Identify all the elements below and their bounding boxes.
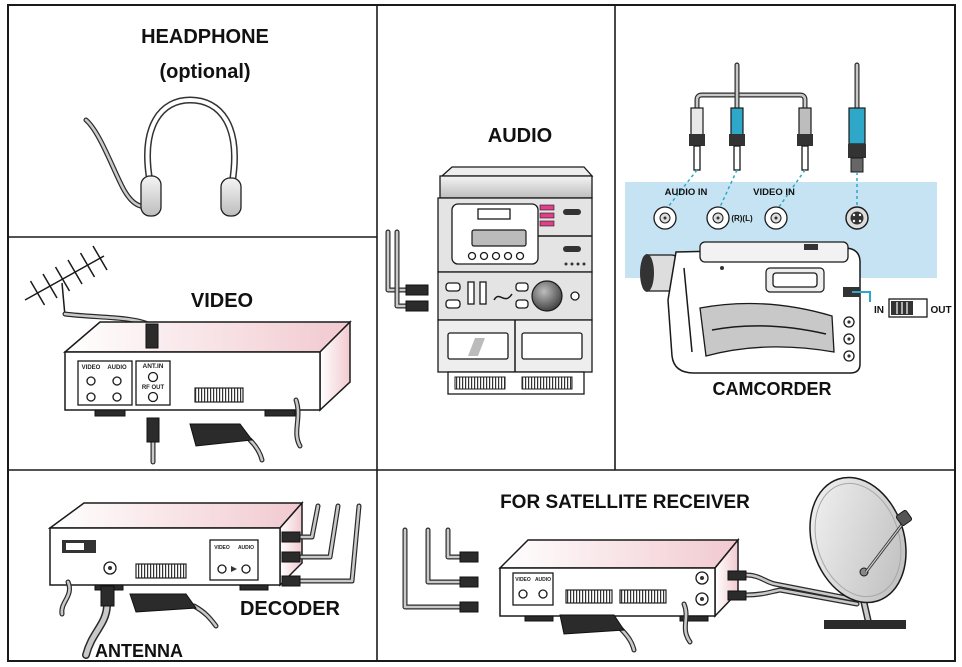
dish-base — [824, 620, 906, 629]
antenna-jacks: ANT.IN RF OUT — [135, 360, 171, 406]
audio-cables — [385, 229, 411, 309]
antenna-label: ANTENNA — [95, 641, 183, 661]
headphone-subtitle: (optional) — [159, 61, 250, 83]
rf-out-plug — [146, 417, 160, 443]
headphone-right-earcup — [220, 177, 242, 217]
satellite-dish-icon — [809, 476, 913, 629]
foot — [264, 409, 296, 417]
decoder-panel: VIDEO AUDIO — [47, 501, 362, 661]
jack-label-ant-in: ANT.IN — [143, 363, 164, 370]
scart-socket — [194, 387, 244, 403]
s-video-jack — [845, 206, 869, 230]
scart-plug — [129, 593, 197, 613]
decoder-power-cable — [59, 579, 72, 617]
headphone-icon — [83, 96, 242, 217]
decoder-plug — [281, 575, 301, 587]
audio-title: AUDIO — [488, 125, 552, 147]
satellite-plug — [459, 601, 479, 613]
dish-plug — [727, 590, 747, 601]
satellite-receiver: VIDEO AUDIO — [498, 537, 740, 622]
satellite-title: FOR SATELLITE RECEIVER — [500, 492, 750, 513]
amplifier-unit — [437, 271, 593, 321]
satellite-av-jacks: VIDEO AUDIO — [512, 572, 554, 606]
jack-label-audio: AUDIO — [535, 577, 551, 583]
rca-plug-white — [689, 107, 705, 171]
rl-label: (R)(L) — [731, 214, 753, 223]
camcorder-title: CAMCORDER — [713, 379, 832, 399]
connection-guides — [667, 169, 858, 208]
volume-knob — [531, 280, 563, 312]
antenna-plug — [145, 323, 159, 349]
scart-cable — [247, 437, 265, 463]
satellite-power-cable — [681, 601, 693, 645]
headphone-title: HEADPHONE — [141, 26, 269, 48]
headphone-cable — [83, 117, 151, 209]
satellite-input-cables — [402, 527, 463, 610]
cassette-unit — [437, 319, 593, 373]
audio-plug-right — [405, 300, 429, 312]
satellite-panel: FOR SATELLITE RECEIVER VIDEO AUDIO — [402, 476, 913, 653]
video-jack — [764, 206, 788, 230]
decoder-plug — [281, 531, 301, 543]
scart-socket — [135, 563, 187, 579]
dish-plug — [727, 570, 747, 581]
scart-plug — [559, 614, 625, 635]
switch-out-label: OUT — [930, 305, 951, 316]
input-switch: IN OUT — [874, 298, 952, 318]
scart-socket — [565, 589, 613, 604]
video-audio-jacks: VIDEO AUDIO — [77, 360, 133, 406]
jack-label-video: VIDEO — [214, 545, 230, 551]
audio-panel: AUDIO — [385, 125, 594, 395]
video-panel: VIDEO VIDEO AUDIO — [24, 245, 352, 465]
av-cable — [694, 62, 808, 111]
jack-label-rf-out: RF OUT — [142, 385, 165, 391]
decoder-box: VIDEO AUDIO — [47, 501, 304, 591]
s-video-plug — [848, 107, 866, 173]
switch-link — [852, 291, 871, 302]
decoder-title: DECODER — [240, 598, 341, 620]
jack-label-video: VIDEO — [82, 365, 101, 371]
scart-cable — [191, 603, 219, 629]
antenna-plug — [100, 585, 115, 607]
jack-label-video: VIDEO — [515, 577, 531, 583]
antenna-cable — [82, 602, 111, 659]
jack-label-audio: AUDIO — [238, 545, 254, 551]
satellite-plug — [459, 551, 479, 563]
video-recorder: VIDEO AUDIO ANT.IN RF OUT — [62, 320, 352, 417]
dish-cables — [743, 572, 860, 607]
decoder-output-cables — [297, 503, 362, 584]
rca-plug-cyan — [729, 107, 745, 171]
headphone-panel: HEADPHONE (optional) — [83, 26, 269, 217]
decoder-av-jacks: VIDEO AUDIO — [209, 539, 259, 581]
audio-jack-l — [706, 206, 730, 230]
stereo-system — [437, 166, 594, 395]
cd-unit — [437, 197, 593, 273]
decoder-plug — [281, 551, 301, 563]
power-cable — [293, 397, 303, 449]
camcorder-icon — [640, 241, 861, 374]
satellite-plug — [459, 576, 479, 588]
audio-plug-left — [405, 284, 429, 296]
video-in-label: VIDEO IN — [753, 187, 795, 198]
scart-socket — [619, 589, 667, 604]
antenna-icon — [24, 245, 108, 317]
video-title: VIDEO — [191, 290, 253, 312]
rca-plug-grey — [797, 107, 813, 171]
headphone-left-earcup — [140, 175, 162, 217]
jack-label-audio: AUDIO — [107, 365, 127, 371]
foot — [94, 409, 126, 417]
audio-in-label: AUDIO IN — [665, 187, 708, 198]
camcorder-panel: AUDIO IN VIDEO IN (R)(L) — [625, 62, 952, 399]
audio-jack-r — [653, 206, 677, 230]
scart-plug — [189, 423, 253, 447]
switch-in-label: IN — [874, 305, 884, 316]
